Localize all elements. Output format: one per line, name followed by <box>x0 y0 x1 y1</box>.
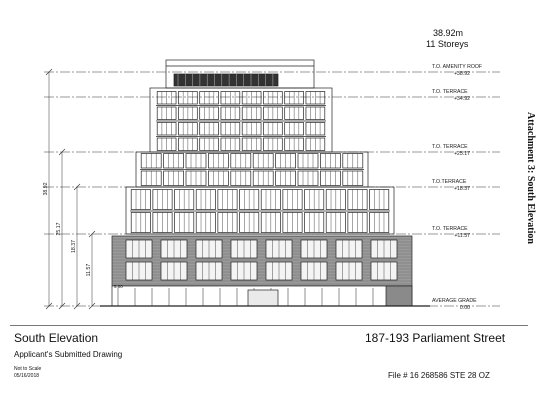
level-name-label: T.O.TERRACE <box>432 179 467 185</box>
dimension-tick <box>88 230 96 238</box>
level-elevation-label: 0.00 <box>460 305 470 311</box>
scale-note: Not to Scale <box>14 366 42 372</box>
upper-tier-outline <box>149 87 333 153</box>
south-elevation-drawing: T.O. AMENITY ROOF+38.92T.O. TERRACE+34.9… <box>43 59 500 311</box>
building-elevation: 5.00 <box>100 59 430 307</box>
level-elevation-label: +34.92 <box>454 96 470 102</box>
dimension-tick <box>45 68 53 76</box>
dimension-label: 11.57 <box>86 264 92 277</box>
main-entrance <box>247 289 279 307</box>
building-height: 38.92m <box>433 28 464 38</box>
dimension-tick <box>73 302 81 310</box>
upper-floor <box>156 122 326 137</box>
level-name-label: AVERAGE GRADE <box>432 298 477 304</box>
level-elevation-label: +11.57 <box>454 233 470 239</box>
level-name-label: T.O. TERRACE <box>432 226 468 232</box>
level-name-label: T.O. TERRACE <box>432 144 468 150</box>
level-name-label: T.O. TERRACE <box>432 89 468 95</box>
file-number: File # 16 268586 STE 28 OZ <box>388 371 490 380</box>
middle-floor <box>140 170 364 188</box>
height-dimensions: 38.92 25.17 18.37 11.57 <box>43 68 96 310</box>
dimension-label: 38.92 <box>43 182 49 195</box>
podium-wall <box>111 235 413 287</box>
lower-floor <box>130 212 390 235</box>
storey-count: 11 Storeys <box>426 39 469 49</box>
lower-tier-outline <box>125 186 395 235</box>
drawing-date: 05/16/2018 <box>14 373 40 379</box>
ground-floor: 5.00 <box>111 284 413 307</box>
dimension-tick <box>45 302 53 310</box>
level-elevation-label: +18.37 <box>454 186 470 192</box>
dimension-tick <box>73 183 81 191</box>
entrance-level-label: 5.00 <box>114 284 123 289</box>
drawing-subtitle: Applicant's Submitted Drawing <box>14 350 123 359</box>
dimension-tick <box>58 302 66 310</box>
dimension-tick <box>88 302 96 310</box>
upper-floor <box>156 106 326 122</box>
site-address: 187-193 Parliament Street <box>365 331 506 345</box>
dimension-tick <box>58 148 66 156</box>
level-elevation-label: +25.17 <box>454 151 470 157</box>
lower-floor <box>130 189 390 212</box>
upper-floor <box>156 91 326 106</box>
level-elevation-label: +38.92 <box>454 71 470 77</box>
podium <box>111 235 413 287</box>
amenity-glazing <box>173 73 279 87</box>
footer-divider <box>10 325 528 326</box>
dimension-label: 25.17 <box>56 222 62 235</box>
middle-floor <box>140 153 364 170</box>
upper-floor <box>156 137 326 153</box>
garage-door <box>385 285 413 307</box>
dimension-label: 18.37 <box>71 240 77 253</box>
attachment-title: Attachment 3: South Elevation <box>525 112 536 244</box>
drawing-title: South Elevation <box>14 331 99 345</box>
level-name-label: T.O. AMENITY ROOF <box>432 64 482 70</box>
